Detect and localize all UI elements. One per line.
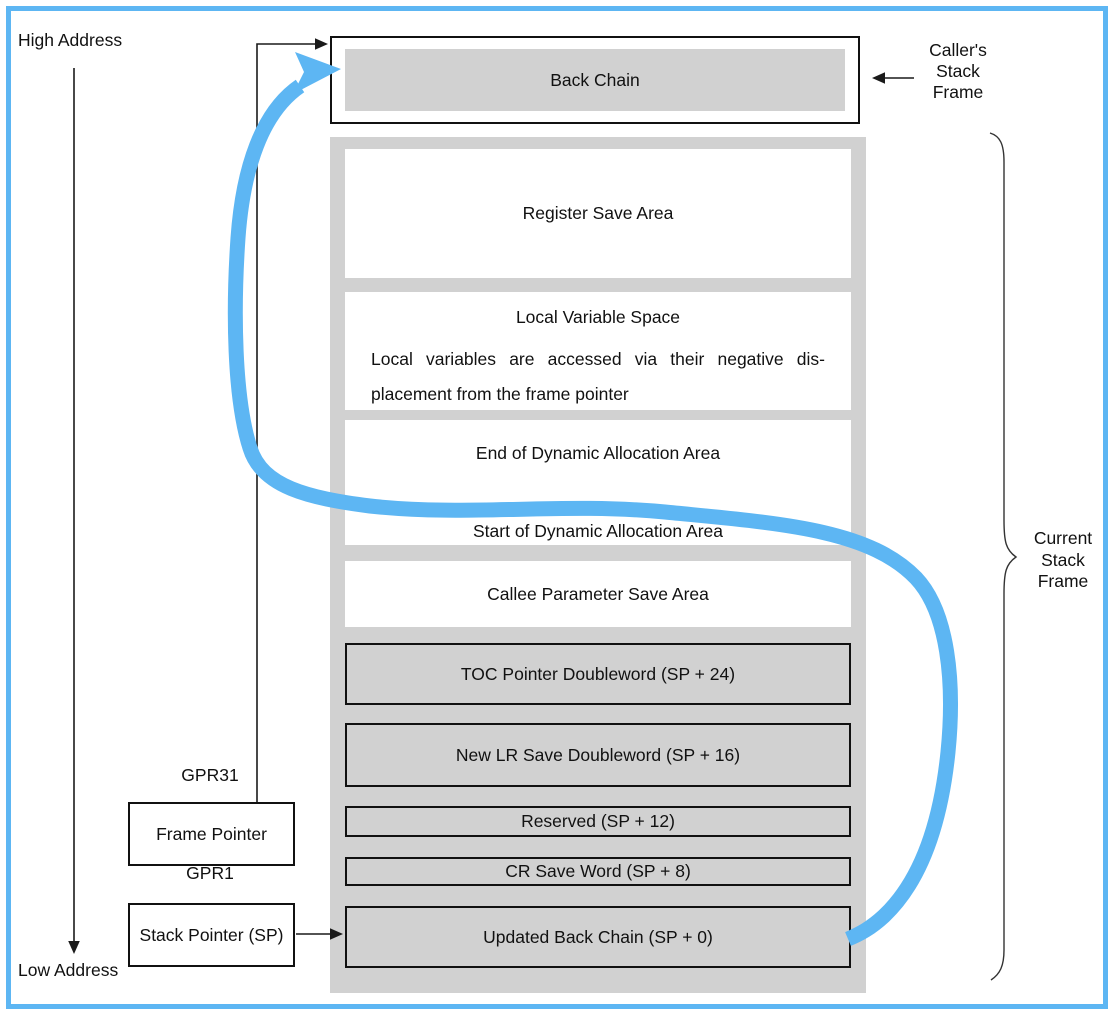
frame-pointer-box: Frame Pointer	[128, 802, 295, 866]
local-variable-space-line2: placement from the frame pointer	[371, 384, 629, 404]
back-chain-cell: Back Chain	[345, 49, 845, 111]
cr-save-word-slot: CR Save Word (SP + 8)	[345, 857, 851, 886]
back-chain-box: Back Chain	[330, 36, 860, 124]
local-variable-space-title: Local Variable Space	[515, 307, 681, 327]
new-lr-save-slot: New LR Save Doubleword (SP + 16)	[345, 723, 851, 787]
register-save-area-slot: Register Save Area	[345, 149, 851, 278]
updated-back-chain-slot: Updated Back Chain (SP + 0)	[345, 906, 851, 968]
local-variable-space-slot: Local Variable Space Local variables are…	[345, 292, 851, 410]
toc-pointer-slot: TOC Pointer Doubleword (SP + 24)	[345, 643, 851, 705]
stack-pointer-box: Stack Pointer (SP)	[128, 903, 295, 967]
callee-parameter-save-area-slot: Callee Parameter Save Area	[345, 561, 851, 627]
gpr1-label: GPR1	[186, 863, 234, 883]
gpr31-label: GPR31	[181, 765, 239, 785]
dynamic-allocation-end-label: End of Dynamic Allocation Area	[475, 443, 721, 463]
local-variable-space-line1: Local variables are accessed via their n…	[371, 349, 825, 369]
low-address-label: Low Address	[18, 960, 119, 980]
reserved-slot: Reserved (SP + 12)	[345, 806, 851, 837]
callers-stack-frame-label: Caller's Stack Frame	[929, 40, 987, 102]
high-address-label: High Address	[18, 30, 123, 50]
page-border	[6, 6, 1108, 1009]
current-stack-frame-label: Current Stack Frame	[1033, 528, 1093, 591]
dynamic-allocation-slot: End of Dynamic Allocation Area Start of …	[345, 420, 851, 545]
dynamic-allocation-start-label: Start of Dynamic Allocation Area	[473, 521, 723, 541]
